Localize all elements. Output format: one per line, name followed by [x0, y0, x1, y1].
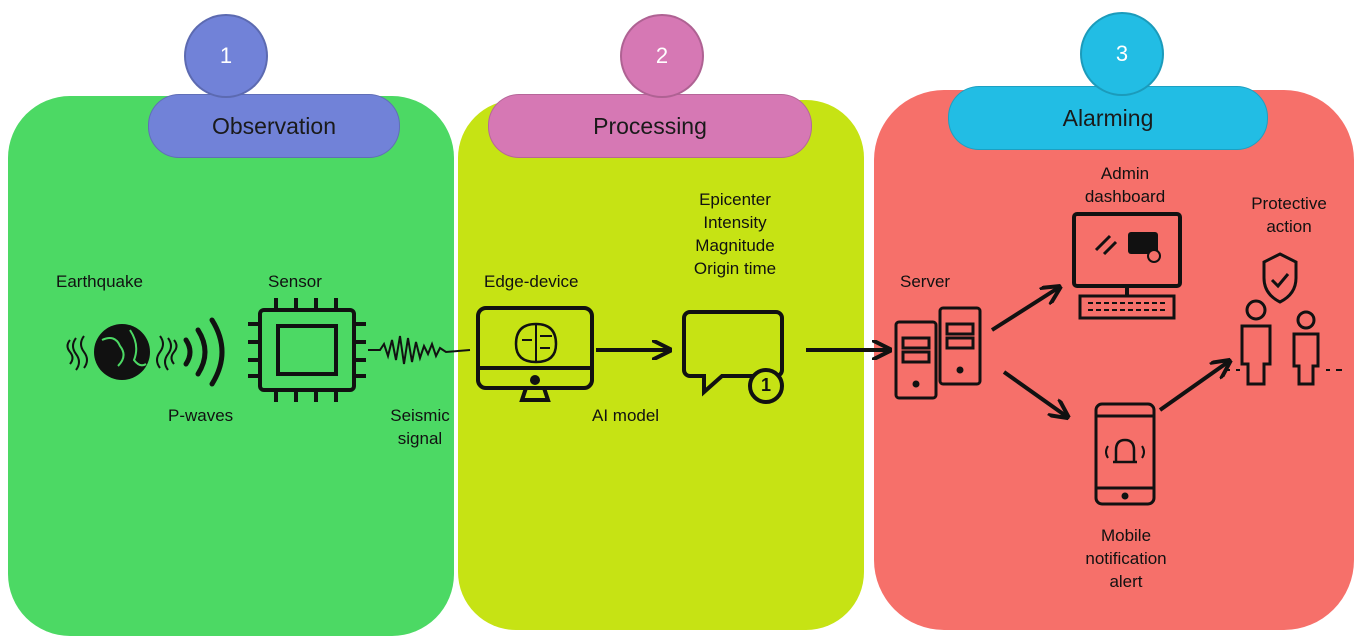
earthquake-label: Earthquake	[56, 272, 143, 291]
protective-people-icon	[1224, 252, 1342, 386]
output-intensity: Intensity	[703, 213, 767, 232]
ai-brain-monitor-icon	[476, 306, 594, 402]
output-magnitude: Magnitude	[695, 236, 775, 255]
stage-number-3: 3	[1080, 12, 1164, 96]
server-label: Server	[900, 272, 951, 291]
diagram-graphics	[66, 212, 1342, 506]
admin-dashboard-label: Admin dashboard	[1084, 164, 1166, 206]
sensor-chip-icon	[248, 298, 366, 402]
observation-panel	[8, 96, 454, 636]
protective-action-label: Protective action	[1251, 194, 1327, 236]
stage-number-2: 2	[620, 14, 704, 98]
output-epicenter: Epicenter	[699, 190, 771, 209]
arrow-icon	[1158, 362, 1228, 412]
admin-computer-icon	[1072, 212, 1182, 320]
alarming-title: Alarming	[1062, 104, 1154, 131]
ai-model-label: AI model	[592, 406, 660, 425]
processing-tab: Processing	[488, 94, 812, 158]
chat-bubble-icon	[682, 310, 784, 404]
output-origin-time: Origin time	[693, 259, 777, 278]
arrow-icon	[990, 288, 1058, 332]
p-waves-label: P-waves	[168, 406, 234, 425]
observation-title: Observation	[211, 112, 336, 139]
earthquake-globe-icon	[66, 324, 178, 380]
seismic-signal-label: Seismic signal	[390, 406, 450, 448]
alarming-panel	[874, 90, 1354, 630]
stage-number-1: 1	[184, 14, 268, 98]
processing-panel	[458, 100, 864, 630]
p-wave-icon	[183, 317, 225, 387]
seismic-waveform-icon	[368, 335, 471, 365]
processing-title: Processing	[593, 112, 707, 139]
observation-tab: Observation	[148, 94, 400, 158]
arrow-icon	[1002, 370, 1066, 416]
server-icon	[894, 306, 982, 400]
sensor-label: Sensor	[268, 272, 322, 291]
edge-device-label: Edge-device	[484, 272, 579, 291]
mobile-bell-icon	[1094, 402, 1156, 506]
bubble-badge-number: 1	[760, 375, 771, 395]
mobile-alert-label: Mobile notification alert	[1085, 526, 1167, 591]
processing-outputs: Epicenter Intensity Magnitude Origin tim…	[670, 188, 800, 280]
